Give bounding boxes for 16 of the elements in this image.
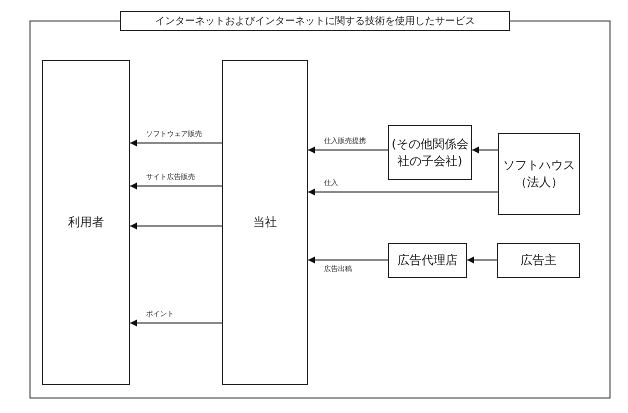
arrow (130, 182, 222, 190)
entity-box: 広告主 (497, 243, 580, 278)
arrow (308, 188, 498, 196)
arrow (130, 222, 222, 230)
entity-box: 広告代理店 (388, 243, 467, 278)
arrow (130, 140, 222, 146)
entity-box: (その他関係会社の子会社) (388, 125, 472, 180)
arrow (466, 256, 498, 264)
arrow (308, 256, 388, 264)
arrow (472, 146, 498, 154)
arrow (130, 320, 222, 326)
title-box: インターネットおよびインターネットに関する技術を使用したサービス (120, 11, 510, 31)
entity-box: ソフトハウス（法人） (498, 133, 580, 215)
arrow (308, 146, 388, 154)
entity-box: 当社 (222, 60, 308, 385)
entity-box: 利用者 (42, 60, 130, 385)
